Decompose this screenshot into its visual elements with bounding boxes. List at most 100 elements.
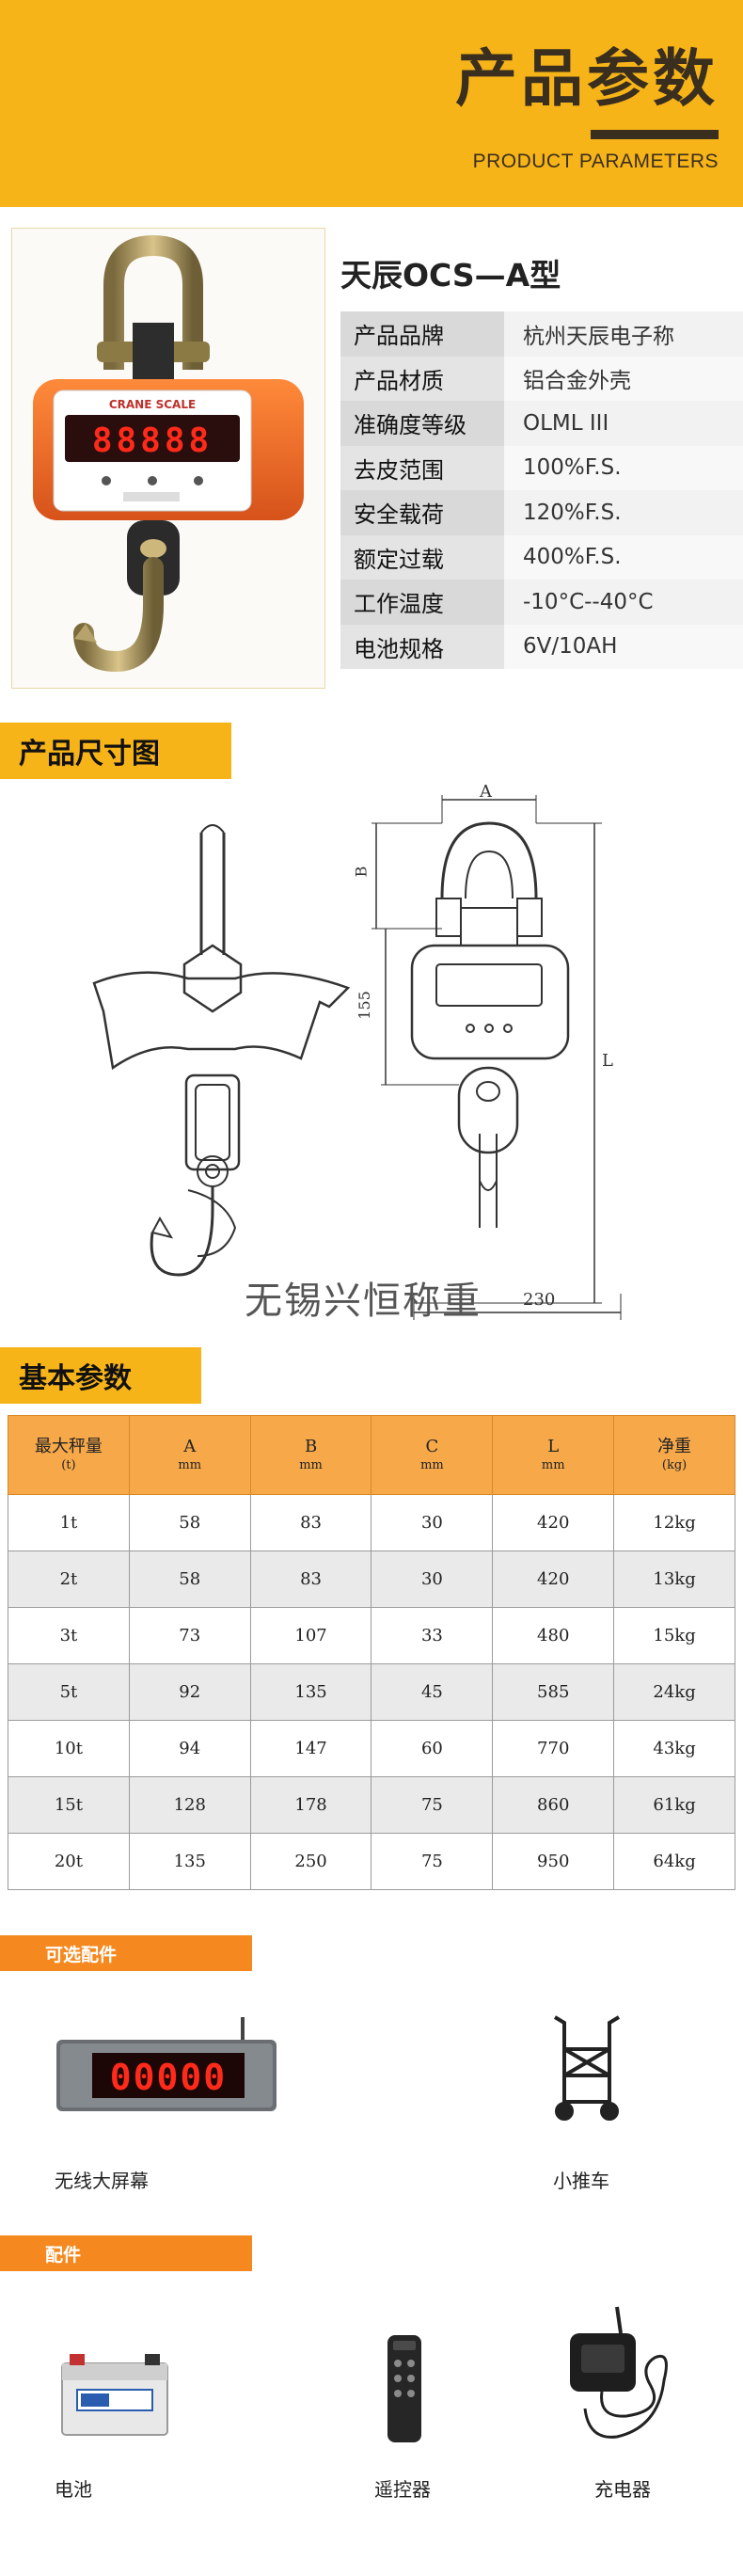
table-cell: 83	[249, 1494, 372, 1551]
page-title: 产品参数	[455, 42, 719, 115]
table-cell: 860	[492, 1776, 615, 1834]
table-cell: 30	[371, 1494, 494, 1551]
battery-icon	[61, 2354, 168, 2436]
table-cell: 83	[249, 1550, 372, 1608]
dim-label-a: A	[480, 782, 492, 802]
charger-icon	[570, 2306, 668, 2439]
spec-key: 电池规格	[340, 624, 504, 669]
table-cell: 2t	[8, 1550, 130, 1608]
item-label: 充电器	[594, 2478, 651, 2501]
table-cell: 420	[492, 1550, 615, 1608]
scale-brand-text: CRANE SCALE	[109, 398, 196, 411]
table-cell: 94	[128, 1720, 251, 1777]
table-cell: 75	[371, 1776, 494, 1834]
table-cell: 1t	[8, 1494, 130, 1551]
table-cell: 58	[128, 1550, 251, 1608]
dim-label-c: 155	[355, 991, 373, 1020]
table-cell: 45	[371, 1663, 494, 1721]
table-cell: 61kg	[613, 1776, 735, 1834]
remote-image	[386, 2333, 423, 2444]
item-label: 小推车	[553, 2170, 609, 2192]
spec-row: 产品材质铝合金外壳	[340, 356, 743, 401]
item-label: 遥控器	[374, 2478, 431, 2501]
table-cell: 30	[371, 1550, 494, 1608]
table-cell: 20t	[8, 1833, 130, 1890]
spec-value: -10°C--40°C	[504, 580, 743, 625]
table-cell: 15t	[8, 1776, 130, 1834]
spec-value: 120%F.S.	[504, 490, 743, 535]
spec-value: 100%F.S.	[504, 445, 743, 490]
table-cell: 75	[371, 1833, 494, 1890]
section-tag-optional: 可选配件	[0, 1935, 252, 1971]
trolley-icon	[553, 2015, 621, 2121]
product-image: CRANE SCALE 88888	[11, 228, 325, 689]
table-cell: 58	[128, 1494, 251, 1551]
table-header-cell: 净重(kg)	[613, 1415, 735, 1495]
item-label: 无线大屏幕	[55, 2170, 149, 2192]
section-tag-basic: 基本参数	[0, 1347, 201, 1404]
dimension-drawing: A B 155 L 230	[0, 782, 743, 1331]
table-cell: 147	[249, 1720, 372, 1777]
table-cell: 135	[249, 1663, 372, 1721]
table-cell: 128	[128, 1776, 251, 1834]
spec-value: 6V/10AH	[504, 624, 743, 669]
spec-key: 工作温度	[340, 580, 504, 625]
table-cell: 107	[249, 1607, 372, 1664]
spec-value: OLML III	[504, 401, 743, 446]
table-cell: 250	[249, 1833, 372, 1890]
table-cell: 585	[492, 1663, 615, 1721]
table-cell: 10t	[8, 1720, 130, 1777]
spec-key: 安全载荷	[340, 490, 504, 535]
spec-row: 工作温度-10°C--40°C	[340, 580, 743, 625]
table-cell: 92	[128, 1663, 251, 1721]
spec-value: 杭州天辰电子称	[504, 311, 743, 357]
dimension-diagram	[92, 795, 622, 1320]
wireless-display-icon: 00000	[56, 2017, 277, 2111]
table-cell: 64kg	[613, 1833, 735, 1890]
table-cell: 480	[492, 1607, 615, 1664]
section-tag-accessories: 配件	[0, 2235, 252, 2271]
table-cell: 950	[492, 1833, 615, 1890]
spec-key: 额定过载	[340, 534, 504, 580]
table-cell: 15kg	[613, 1607, 735, 1664]
table-cell: 5t	[8, 1663, 130, 1721]
table-cell: 12kg	[613, 1494, 735, 1551]
dim-label-l: L	[602, 1051, 613, 1071]
section-tag-dimensions: 产品尺寸图	[0, 723, 231, 779]
watermark-text: 无锡兴恒称重	[245, 1280, 482, 1323]
battery-image	[58, 2348, 171, 2439]
page-header: 产品参数 PRODUCT PARAMETERS	[0, 0, 743, 207]
dim-label-b: B	[352, 866, 371, 878]
spec-key: 产品品牌	[340, 311, 504, 357]
table-header-cell: 最大秤量(t)	[8, 1415, 130, 1495]
spec-key: 产品材质	[340, 356, 504, 401]
scale-readout: 88888	[92, 421, 213, 460]
trolley-image	[536, 2012, 630, 2123]
page-subtitle: PRODUCT PARAMETERS	[472, 151, 719, 172]
table-cell: 178	[249, 1776, 372, 1834]
spec-key: 去皮范围	[340, 445, 504, 490]
table-cell: 770	[492, 1720, 615, 1777]
title-underline	[591, 130, 719, 139]
crane-scale-illustration: CRANE SCALE 88888	[33, 234, 304, 673]
table-cell: 33	[371, 1607, 494, 1664]
spec-value: 铝合金外壳	[504, 356, 743, 401]
spec-value: 400%F.S.	[504, 534, 743, 580]
charger-image	[561, 2305, 673, 2442]
remote-control-icon	[387, 2335, 421, 2442]
